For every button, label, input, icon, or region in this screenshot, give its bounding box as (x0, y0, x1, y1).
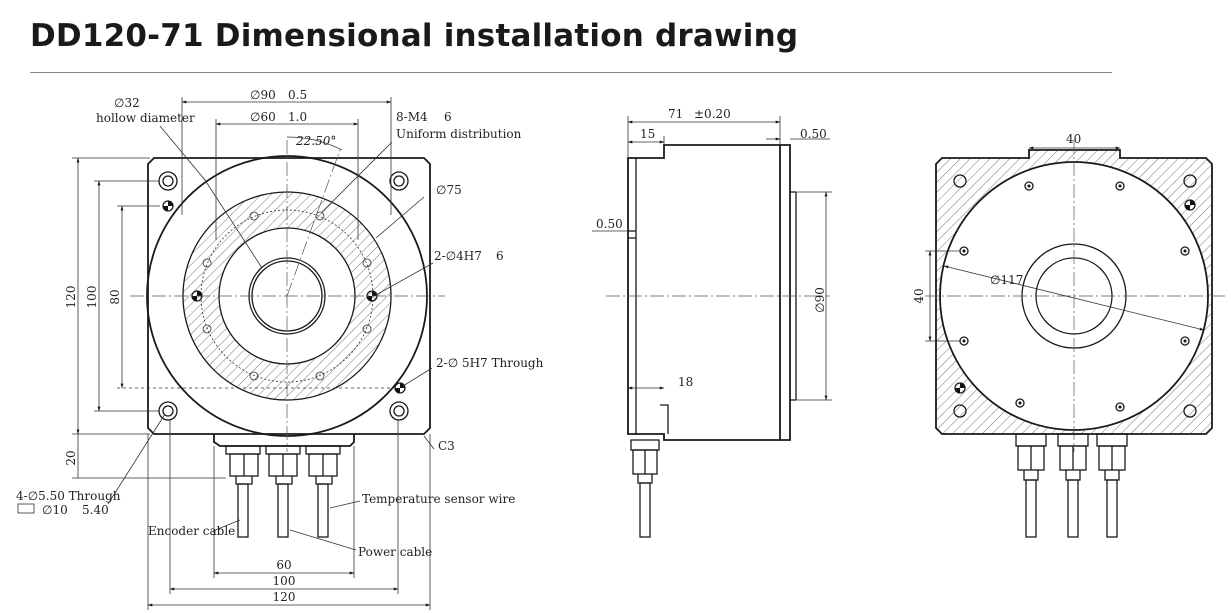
through-holes-text: 2-∅ 5H7 Through (436, 356, 544, 370)
side-view (592, 116, 832, 538)
side-length-text: 71 (668, 107, 683, 121)
rear-flange-outline (935, 149, 1213, 435)
dim-80-v-text: 80 (108, 289, 122, 304)
hollow-dia-text: ∅32 (114, 96, 140, 110)
side-dim18-text: 18 (678, 375, 693, 389)
side-body-outline (627, 144, 781, 441)
mount-holes-text: 4-∅5.50 Through (16, 489, 121, 503)
rear-annotations: 40 40 ∅117 (912, 132, 1081, 304)
side-dim050-top-text: 0.50 (800, 127, 827, 141)
tapped-text: 8-M4 (396, 110, 428, 124)
hollow-label-text: hollow diameter (96, 111, 195, 125)
dim-100-h-text: 100 (273, 574, 296, 588)
dia90-depth-text: 0.5 (288, 88, 307, 102)
rear-cable-glands (1015, 433, 1128, 538)
side-tolerance-text: ±0.20 (694, 107, 731, 121)
dia75-text: ∅75 (436, 183, 462, 197)
page-title: DD120-71 Dimensional installation drawin… (30, 18, 799, 54)
side-front-flange (780, 144, 791, 441)
side-dim050-left-text: 0.50 (596, 217, 623, 231)
dia60-text: ∅60 (250, 110, 276, 124)
rear-corner-holes (953, 174, 1197, 418)
rear-dim40-side-text: 40 (912, 288, 926, 303)
uniform-text: Uniform distribution (396, 127, 522, 141)
power-cable-text: Power cable (358, 545, 432, 559)
side-cable-gland (630, 439, 660, 538)
front-hatched-ring (182, 192, 391, 400)
encoder-cable-text: Encoder cable (148, 524, 235, 538)
counterbore-depth-text: 5.40 (82, 503, 109, 517)
front-view (72, 97, 445, 610)
angle-text: 22.50° (295, 134, 336, 148)
pin-holes-text: 2-∅4H7 (434, 249, 482, 263)
dim-20-v-text: 20 (64, 450, 78, 465)
side-annotations: 71 ±0.20 15 0.50 0.50 18 ∅90 (596, 107, 827, 389)
rear-dim40-top-text: 40 (1066, 132, 1081, 146)
counterbore-text: ∅10 (42, 503, 68, 517)
front-cable-glands (225, 445, 341, 538)
temp-wire-text: Temperature sensor wire (362, 492, 515, 506)
dim-100-v-text: 100 (85, 286, 99, 309)
dia90-text: ∅90 (250, 88, 276, 102)
rear-dia117-text: ∅117 (990, 273, 1023, 287)
front-annotations: ∅32 hollow diameter ∅90 0.5 ∅60 1.0 22.5… (16, 88, 544, 604)
chamfer-text: C3 (438, 439, 455, 453)
side-dia90-text: ∅90 (813, 287, 827, 313)
dim-120-v-text: 120 (64, 286, 78, 309)
dia60-depth-text: 1.0 (288, 110, 307, 124)
rear-view (925, 140, 1225, 538)
pin-depth-text: 6 (496, 249, 504, 263)
rear-bolt-holes (959, 181, 1190, 412)
front-tapped-holes (202, 211, 372, 381)
tapped-depth-text: 6 (444, 110, 452, 124)
front-flange-outline (147, 157, 431, 435)
side-dim15-text: 15 (640, 127, 655, 141)
dim-120-h-text: 120 (273, 590, 296, 604)
title-rule (30, 72, 1112, 73)
dim-60-h-text: 60 (276, 558, 291, 572)
